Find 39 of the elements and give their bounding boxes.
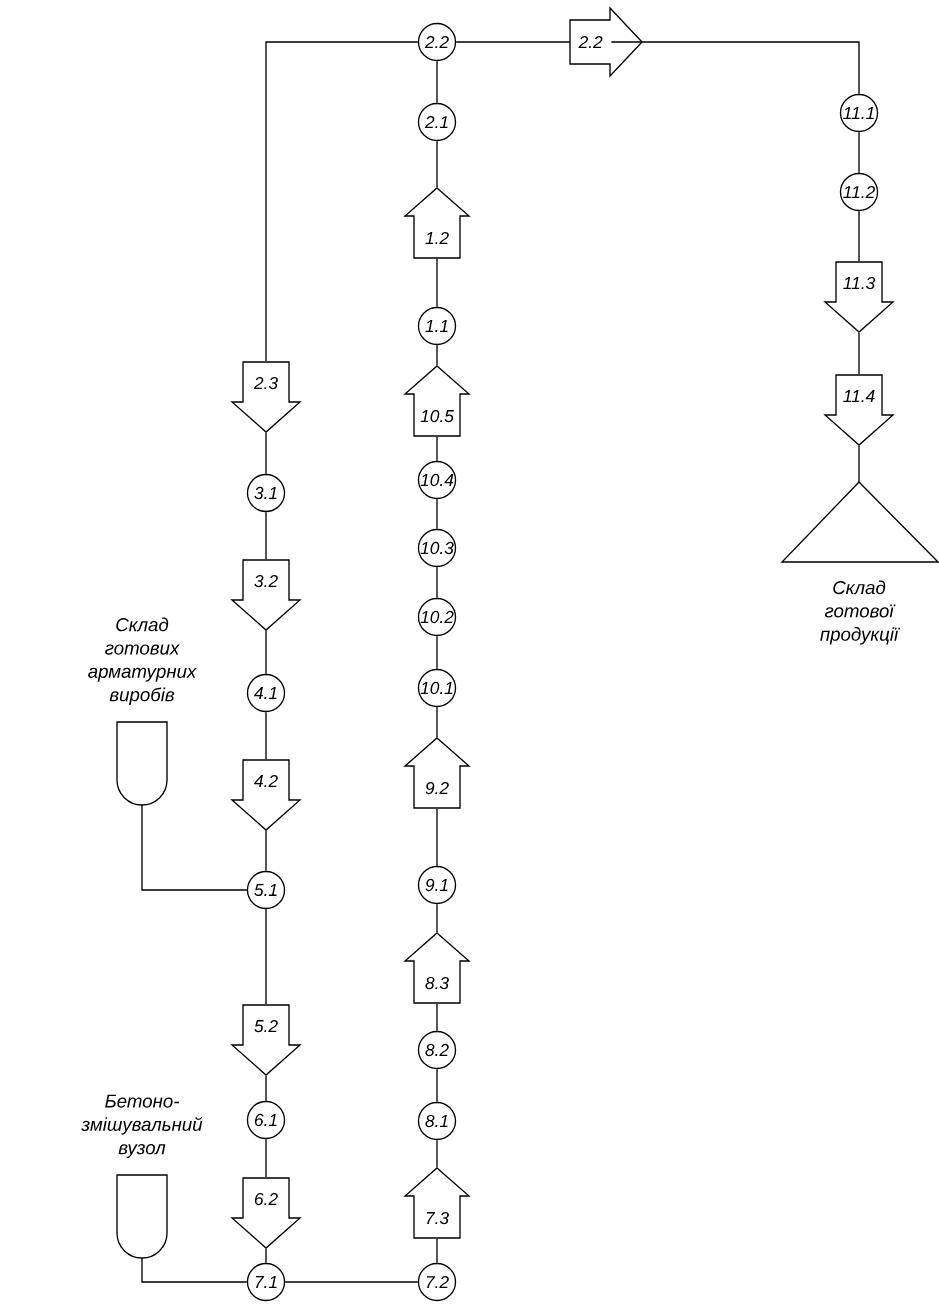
flow-line [265,830,267,872]
flow-line [141,804,248,891]
flow-line [265,1248,267,1264]
node-label: Бетоно-змішувальний вузол [81,1094,203,1159]
flow-line [858,131,860,174]
node-label: Склад готової продукції [820,580,901,645]
flow-line [436,635,438,670]
flow-line [284,1281,419,1283]
flow-line [265,1075,267,1102]
flow-line [436,140,438,188]
flow-line [436,903,438,933]
flow-line [265,41,419,362]
flow-line [436,1003,438,1032]
flow-line [436,436,438,462]
flow-line [455,41,571,43]
flow-line [436,258,438,308]
flow-line [436,566,438,599]
flow-line [436,60,438,104]
flow-line [265,711,267,760]
flow-line [436,498,438,530]
storage-bin: Склад готових арматурних виробів [88,617,197,806]
storage-bin: Бетоно-змішувальний вузол [81,1094,203,1259]
flow-line [858,210,860,262]
flow-line [858,332,860,375]
flow-line [436,808,438,867]
node-label: Склад готових арматурних виробів [88,617,197,705]
flow-line [265,511,267,560]
flow-line [436,706,438,738]
flow-line [610,41,860,95]
flow-line [436,1139,438,1168]
flow-line [265,630,267,675]
flow-line [265,1138,267,1178]
flow-line [265,432,267,475]
flow-line [436,344,438,366]
flow-line [141,1257,248,1283]
flow-line [436,1238,438,1264]
flow-line [265,908,267,1005]
flow-line [436,1068,438,1103]
flow-line [858,445,860,483]
